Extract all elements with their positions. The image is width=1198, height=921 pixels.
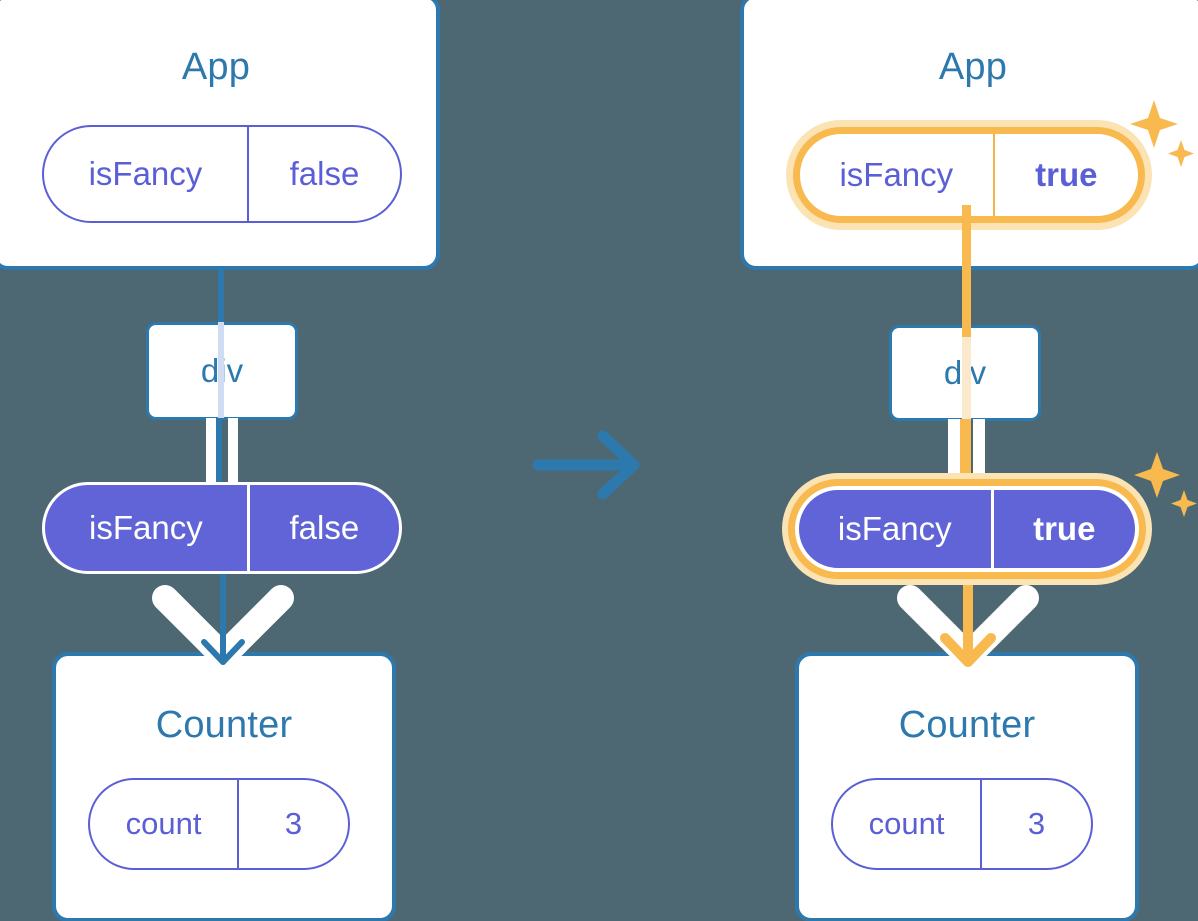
sparkle-icon-app-after — [1130, 100, 1194, 167]
counter-state-pill-value-after: 3 — [980, 780, 1091, 868]
prop-pill-before: isFancy false — [42, 482, 402, 574]
app-card-title-after: App — [938, 46, 1008, 88]
connector-inside-div-after — [962, 325, 971, 421]
connector-div-to-prop-before — [216, 418, 222, 488]
connector-div-to-prop-flank-left-after — [948, 419, 960, 489]
app-state-pill-before: isFancy false — [42, 125, 402, 223]
transition-arrow-icon — [532, 430, 640, 500]
counter-card-before: Counter — [52, 652, 396, 921]
prop-pill-key-before: isFancy — [89, 509, 203, 546]
counter-card-title-after: Counter — [898, 704, 1036, 746]
connector-app-pill-exit-after — [962, 205, 971, 337]
connector-div-to-prop-flank-right-before — [228, 418, 238, 488]
counter-state-pill-key-before: count — [125, 806, 202, 841]
connector-div-to-prop-flank-right-after — [973, 419, 985, 489]
app-state-pill-key-after: isFancy — [839, 156, 954, 193]
app-state-pill-key-before: isFancy — [88, 155, 203, 192]
sparkle-icon-prop-after — [1134, 452, 1197, 517]
counter-state-pill-key-after: count — [868, 806, 945, 841]
prop-flow-arrow-before — [152, 567, 294, 669]
prop-pill-key-after: isFancy — [837, 510, 952, 547]
connector-inside-div-before — [218, 322, 224, 418]
prop-flow-arrow-after — [897, 565, 1039, 669]
counter-state-pill-value-before: 3 — [237, 780, 348, 868]
connector-div-to-prop-after — [960, 419, 971, 489]
prop-pill-value-before: false — [246, 485, 399, 571]
app-state-pill-value-before: false — [246, 127, 400, 221]
counter-state-pill-before: count 3 — [88, 778, 350, 870]
connector-div-to-prop-flank-left-before — [206, 418, 216, 488]
prop-pill-value-after: true — [990, 490, 1135, 568]
app-card-title-before: App — [181, 46, 251, 88]
counter-state-pill-after: count 3 — [831, 778, 1093, 870]
connector-app-to-div-before — [218, 255, 224, 335]
app-state-pill-value-after: true — [992, 134, 1138, 216]
counter-card-title-before: Counter — [155, 704, 293, 746]
prop-pill-after: isFancy true — [795, 486, 1139, 572]
